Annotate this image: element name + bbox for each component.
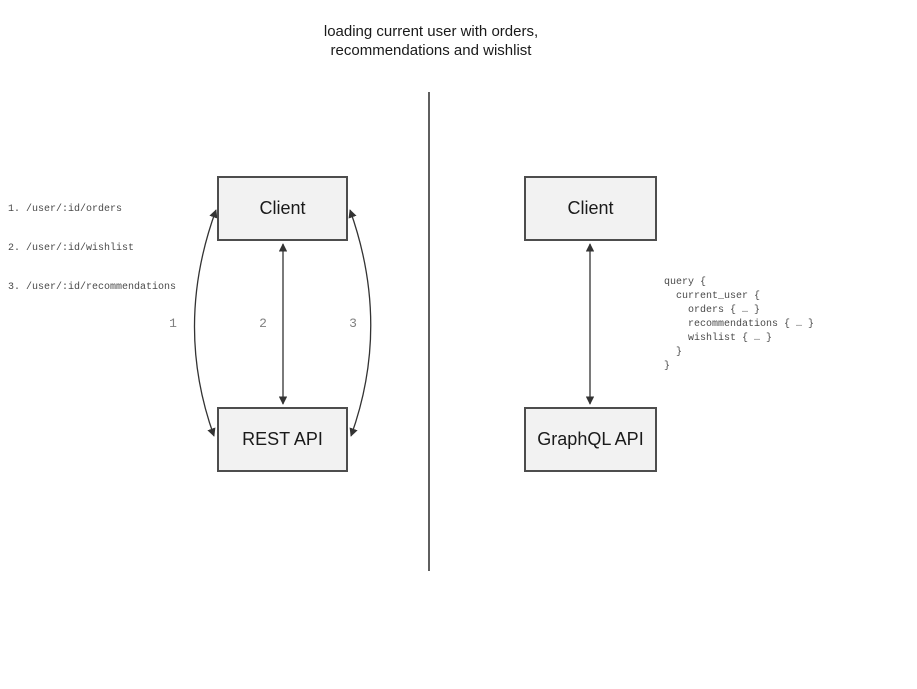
request-number-2: 2: [259, 316, 267, 331]
request-number-3: 3: [349, 316, 357, 331]
rest-api-box: REST API: [217, 407, 348, 472]
rest-endpoint-wishlist: 2. /user/:id/wishlist: [8, 243, 135, 254]
graphql-api-box: GraphQL API: [524, 407, 657, 472]
request-number-1: 1: [169, 316, 177, 331]
rest-request-arc-1: [193, 209, 218, 437]
rest-endpoints-list: 1. /user/:id/orders 2. /user/:id/wishlis…: [8, 177, 176, 307]
graphql-client-label: Client: [567, 198, 614, 218]
diagram-title: loading current user with orders, recomm…: [0, 22, 862, 60]
rest-endpoint-recommendations: 3. /user/:id/recommendations: [8, 282, 177, 293]
graphql-query-snippet: query { current_user { orders { … } reco…: [664, 277, 815, 372]
rest-api-label: REST API: [242, 429, 323, 449]
rest-client-box: Client: [217, 176, 348, 241]
graphql-client-box: Client: [524, 176, 657, 241]
diagram-title-line2: recommendations and wishlist: [330, 42, 532, 59]
rest-endpoint-orders: 1. /user/:id/orders: [8, 204, 123, 215]
rest-client-label: Client: [259, 198, 306, 218]
diagram-title-line1: loading current user with orders,: [323, 23, 539, 40]
graphql-api-label: GraphQL API: [537, 429, 644, 449]
